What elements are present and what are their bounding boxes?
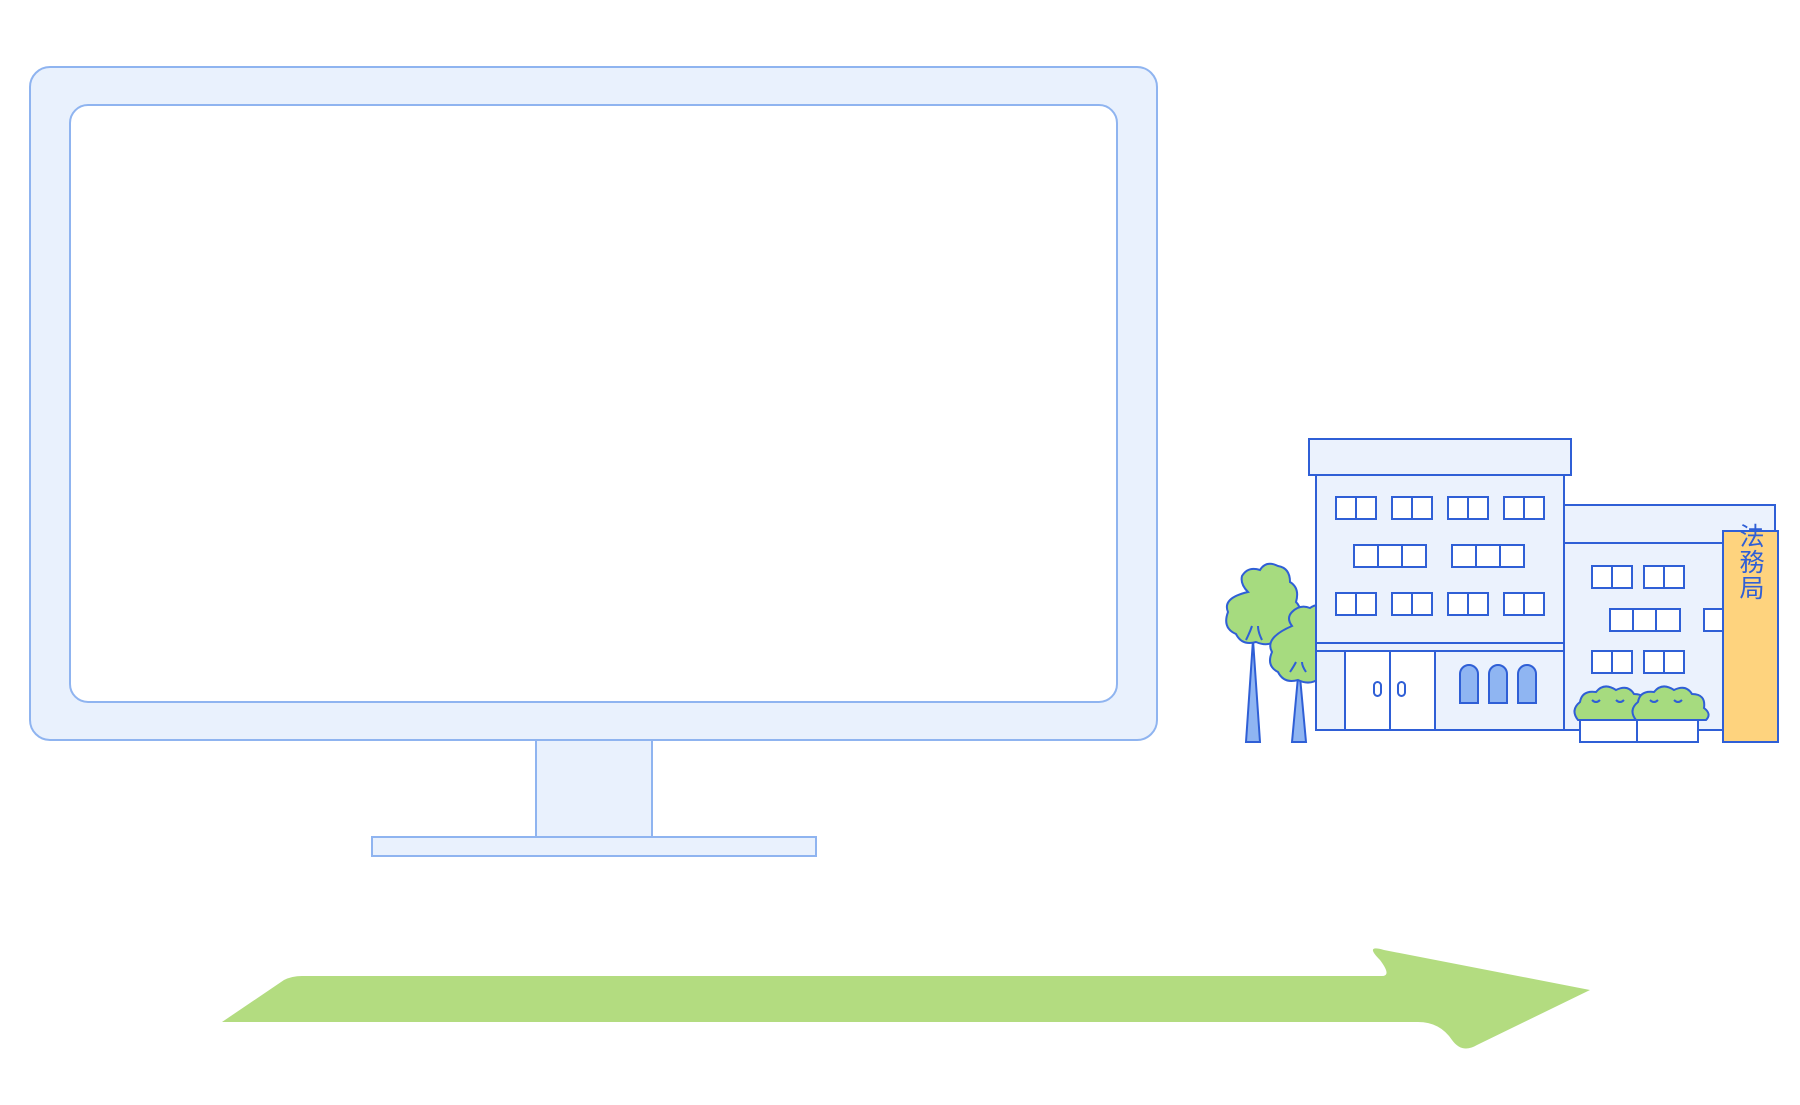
window-row <box>1335 592 1545 616</box>
building-icon: 法務局 <box>1308 438 1779 743</box>
window-row <box>1591 565 1685 589</box>
building-roof <box>1308 438 1572 476</box>
window-row <box>1335 496 1545 520</box>
monitor-icon <box>29 66 1158 857</box>
arrow-right-icon <box>222 948 1590 1049</box>
window-row <box>1353 544 1525 568</box>
shrub-icon <box>1631 685 1710 743</box>
entrance-door <box>1344 650 1436 731</box>
monitor-screen <box>69 104 1118 703</box>
monitor-stand-neck <box>535 739 653 838</box>
arched-windows <box>1459 664 1537 704</box>
building-sign-label: 法務局 <box>1736 523 1765 601</box>
window-row <box>1609 608 1729 632</box>
tree-icon <box>1225 562 1301 743</box>
monitor-stand-base <box>371 836 817 857</box>
building-sign: 法務局 <box>1722 523 1779 743</box>
window-row <box>1591 650 1685 674</box>
